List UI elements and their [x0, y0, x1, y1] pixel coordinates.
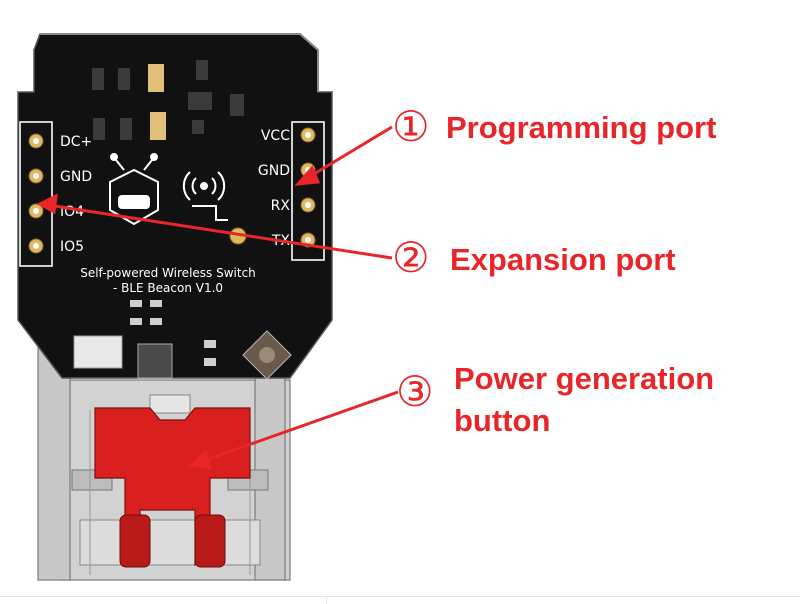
arrow-programming-port: [303, 125, 393, 182]
left-pin-hole: [33, 243, 39, 249]
callout-number-1: ①: [392, 102, 430, 151]
left-pin-hole: [33, 173, 39, 179]
arrow-power-button: [199, 390, 399, 464]
arrowhead-power-button: [188, 449, 213, 470]
right-pin-hole: [305, 202, 311, 208]
bottom-divider: [0, 596, 800, 597]
left-pin-hole: [33, 208, 39, 214]
arrowhead-expansion-port: [36, 193, 58, 215]
silkscreen-version: - BLE Beacon V1.0: [113, 281, 223, 295]
right-pin-label: GND: [258, 163, 290, 179]
callout-label-power-generation: Power generation: [454, 361, 714, 396]
left-pin-label: IO5: [60, 239, 84, 255]
power-generation-button: [94, 407, 251, 568]
callout-arrows: [36, 125, 399, 470]
left-pin-hole: [33, 138, 39, 144]
silkscreen-title: Self-powered Wireless Switch: [80, 266, 256, 280]
left-pin-label: DC+: [60, 134, 92, 150]
right-pin-label: RX: [271, 198, 291, 214]
right-pin-hole: [305, 237, 311, 243]
left-pin-label: GND: [60, 169, 92, 185]
wireless-signal-icon: [182, 171, 228, 221]
right-pin-label: VCC: [261, 128, 290, 144]
bottom-divider-tick: [326, 596, 327, 604]
robot-logo-icon: [109, 153, 159, 226]
callout-label-programming-port: Programming port: [446, 110, 716, 145]
arrow-expansion-port: [47, 203, 393, 260]
callout-label-button: button: [454, 403, 550, 438]
callout-number-3: ③: [396, 367, 434, 416]
callout-number-2: ②: [392, 233, 430, 282]
right-pin-hole: [305, 132, 311, 138]
arrowhead-programming-port: [294, 165, 321, 186]
callout-label-expansion-port: Expansion port: [450, 242, 676, 277]
